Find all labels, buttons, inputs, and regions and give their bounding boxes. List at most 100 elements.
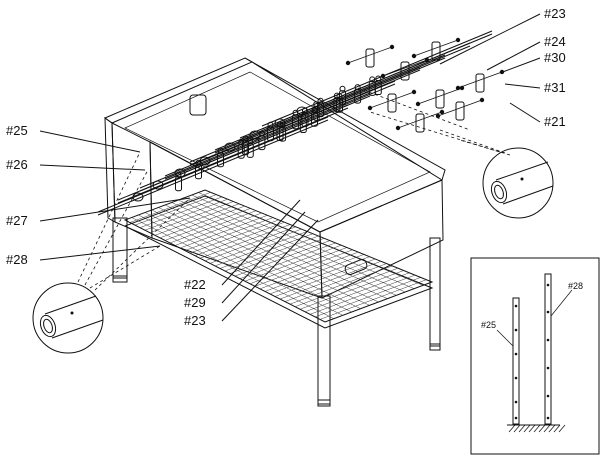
shelf-grid	[129, 192, 427, 320]
rod-bearing	[249, 130, 261, 140]
rod	[97, 116, 329, 213]
exploded-nut	[479, 97, 485, 103]
exploded-rod-axis	[437, 99, 483, 117]
hatch-line	[518, 424, 526, 433]
back-goal	[189, 94, 207, 116]
hatch-line	[513, 424, 521, 433]
exploded-player	[431, 41, 441, 61]
leg-front-left	[112, 217, 128, 279]
hatch-line	[553, 424, 561, 433]
shelf-frame-lower	[123, 195, 434, 329]
shelf-grid-line	[164, 204, 379, 303]
shelf-grid-line	[171, 202, 388, 299]
label-29: #29	[184, 295, 206, 310]
rod-end-hole-r	[494, 184, 504, 200]
shelf-grid-line	[178, 199, 397, 296]
rod-pin-hole	[70, 311, 74, 315]
leader-29	[221, 211, 306, 304]
table-back-rim	[103, 57, 254, 124]
leader-23-top	[439, 13, 541, 65]
callout-lines	[39, 13, 541, 322]
exploded-player	[415, 113, 425, 133]
inset-hole	[514, 352, 518, 356]
hatch-line	[543, 424, 551, 433]
rod-end-face-r	[490, 180, 508, 204]
dash-left-4	[94, 197, 191, 291]
front-rim-top	[149, 141, 321, 233]
inset-hole	[514, 376, 518, 380]
dash-right-3	[459, 139, 511, 156]
exploded-dash	[357, 87, 471, 131]
foot-back-right	[429, 343, 441, 351]
front-side-panel	[149, 141, 323, 299]
leader-21	[509, 102, 541, 123]
inset-leader-28	[550, 289, 573, 317]
label-24: #24	[544, 34, 566, 49]
exploded-player	[365, 48, 375, 68]
exploded-screw	[367, 105, 373, 111]
leader-28	[39, 245, 161, 261]
exploded-screw	[455, 85, 461, 91]
rod	[164, 80, 396, 177]
label-22: #22	[184, 277, 206, 292]
inset-leader-25	[496, 329, 514, 347]
shelf-grid-line	[198, 192, 424, 286]
leader-23-bottom	[221, 219, 319, 322]
leader-30	[499, 57, 541, 74]
rod-length-inset: #25 #28	[470, 257, 600, 455]
shelf-grid-line	[144, 212, 352, 313]
label-28: #28	[6, 252, 28, 267]
exploded-player	[387, 93, 397, 113]
exploded-player	[435, 89, 445, 109]
leg-back-right	[429, 237, 441, 347]
hatch-line	[533, 424, 541, 433]
rod	[139, 92, 371, 189]
exploded-nut	[389, 44, 395, 50]
inset-hole	[546, 416, 550, 420]
dash-left-3	[89, 245, 161, 289]
rod-lower-edge	[189, 69, 421, 166]
foot-front-left	[112, 275, 128, 283]
exploded-rod-axis	[369, 91, 415, 109]
exploded-screw	[345, 60, 351, 66]
inset-hole	[514, 416, 518, 420]
leader-31	[504, 83, 541, 89]
leader-24	[486, 41, 541, 71]
exploded-player	[475, 73, 485, 93]
inset-hole	[546, 394, 550, 398]
rod-bearing	[174, 168, 186, 178]
rod-lower-edge	[214, 57, 446, 154]
inset-hole	[514, 328, 518, 332]
hatch-line	[558, 424, 566, 433]
exploded-rod-axis	[397, 111, 443, 129]
rod-lower-edge	[239, 45, 471, 142]
exploded-player	[400, 61, 410, 81]
rod-lower-edge	[139, 95, 371, 192]
exploded-screw	[415, 101, 421, 107]
player-rods	[97, 30, 493, 216]
magnified-rod-end-left	[32, 282, 104, 354]
dash-right-1	[369, 111, 501, 153]
inset-hole	[514, 304, 518, 308]
magnifier-circle-left	[32, 282, 104, 354]
exploded-screw	[435, 113, 441, 119]
exploded-screw	[395, 125, 401, 131]
inset-ground-hatch	[508, 424, 566, 433]
label-30: #30	[544, 50, 566, 65]
exploded-nut	[411, 89, 417, 95]
rod-lower-edge	[164, 83, 396, 180]
rod-pin-hole-r	[520, 177, 524, 181]
inset-frame	[470, 257, 600, 455]
hatch-line	[508, 424, 516, 433]
leader-26	[39, 164, 146, 171]
rod	[214, 54, 446, 151]
inset-hole	[514, 400, 518, 404]
foosball-table	[103, 57, 446, 299]
rod	[261, 30, 493, 127]
inset-hole	[546, 338, 550, 342]
mesh-shelf	[123, 189, 434, 329]
rod-edge-bottom	[51, 319, 104, 339]
table-legs	[112, 217, 441, 407]
inset-hole	[546, 366, 550, 370]
